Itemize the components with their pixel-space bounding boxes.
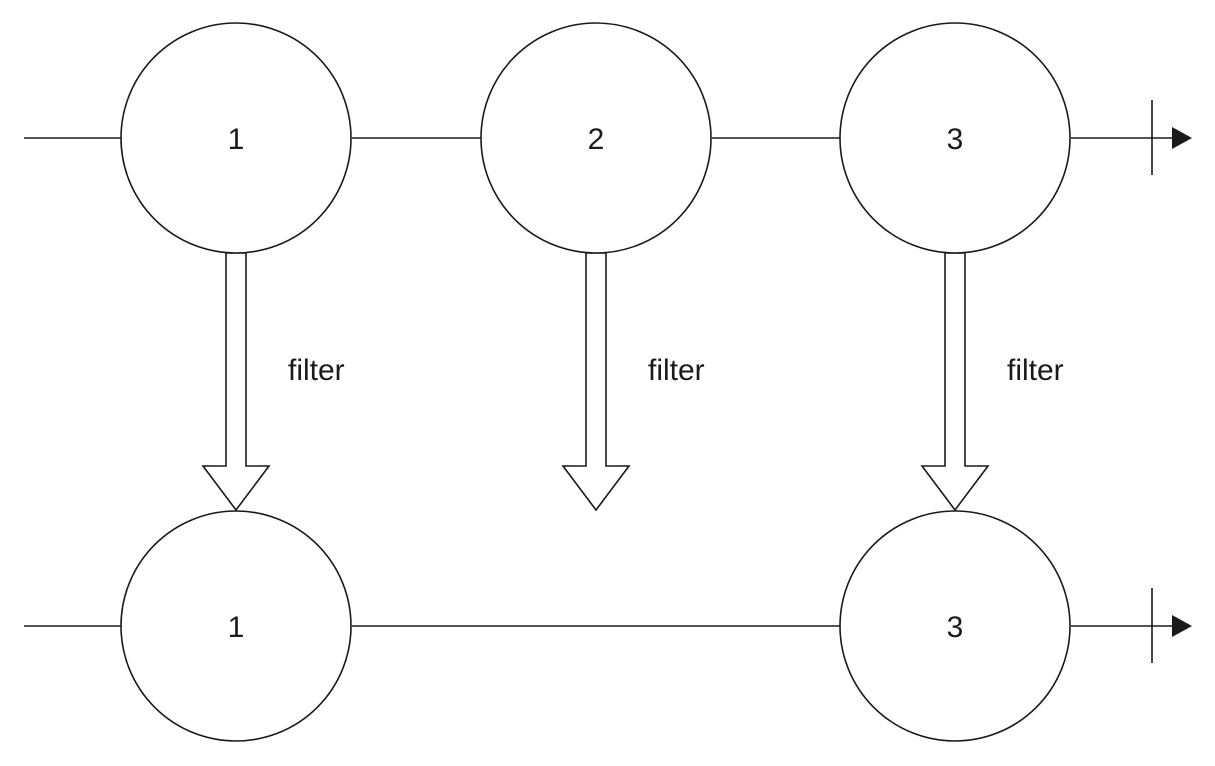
top-node-1: 1 — [120, 22, 352, 254]
filter-arrow-2 — [561, 252, 631, 512]
filter-label-2: filter — [648, 354, 705, 387]
node-label: 2 — [588, 123, 605, 156]
node-circle — [120, 510, 352, 742]
top-output-arrowhead — [1172, 127, 1192, 149]
node-label: 1 — [228, 123, 245, 156]
bottom-node-1: 1 — [120, 510, 352, 742]
node-circle — [839, 510, 1071, 742]
node-label: 1 — [228, 611, 245, 644]
bottom-output-arrowhead — [1172, 615, 1192, 637]
node-label: 3 — [947, 611, 964, 644]
bottom-node-3: 3 — [839, 510, 1071, 742]
node-circle — [120, 22, 352, 254]
filter-label-1: filter — [288, 354, 345, 387]
node-label: 3 — [947, 123, 964, 156]
node-circle — [839, 22, 1071, 254]
top-node-3: 3 — [839, 22, 1071, 254]
node-circle — [480, 22, 712, 254]
top-node-2: 2 — [480, 22, 712, 254]
filter-arrow-3 — [920, 252, 990, 512]
filter-arrow-1 — [201, 252, 271, 512]
filter-label-3: filter — [1007, 354, 1064, 387]
